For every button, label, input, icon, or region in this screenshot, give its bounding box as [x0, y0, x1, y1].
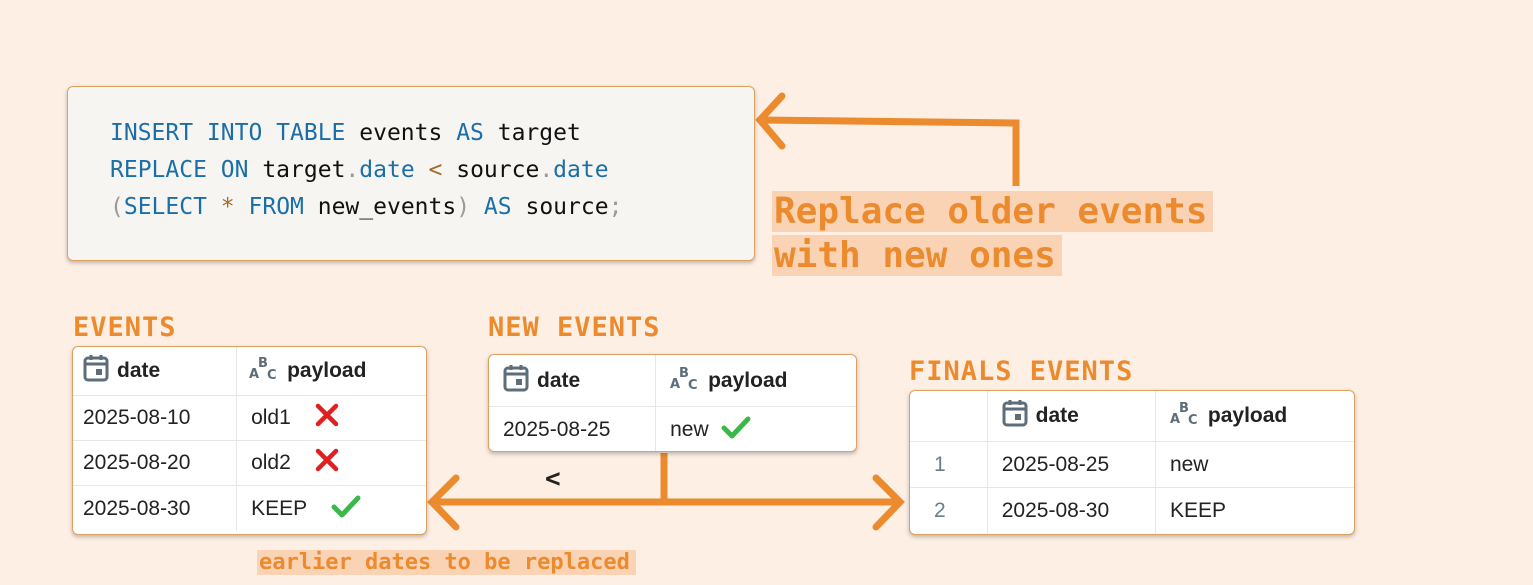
check-icon	[721, 414, 751, 446]
check-icon	[331, 493, 361, 525]
cross-icon	[315, 448, 339, 478]
code-line-2: REPLACE ON target.date < source.date	[110, 152, 754, 189]
cell-date: 2025-08-25	[988, 442, 1156, 487]
final-events-title: FINALS EVENTS	[909, 356, 1134, 387]
code-field: date	[359, 157, 415, 183]
cell-date: 2025-08-10	[73, 396, 238, 440]
calendar-icon	[83, 354, 109, 388]
svg-text:B: B	[1179, 401, 1189, 416]
svg-text:C: C	[688, 378, 698, 392]
cell-date: 2025-08-30	[988, 488, 1156, 534]
cell-payload: old1	[237, 396, 426, 440]
header-rownum	[910, 391, 988, 441]
svg-text:C: C	[267, 368, 277, 382]
cell-rownum: 2	[910, 488, 988, 534]
svg-text:A: A	[670, 377, 680, 392]
cell-rownum: 1	[910, 442, 988, 487]
code-punct: .	[539, 157, 554, 183]
table-row: 2025-08-30 KEEP	[73, 486, 426, 531]
arrow-right-head	[872, 474, 905, 531]
calendar-icon	[503, 364, 529, 398]
code-operator: <	[414, 157, 457, 183]
code-keyword: AS	[456, 120, 484, 146]
code-line-1: INSERT INTO TABLE events AS target	[110, 115, 754, 152]
cross-icon	[315, 403, 339, 433]
sql-code-block: INSERT INTO TABLE events AS target REPLA…	[67, 86, 755, 261]
compare-annotation: earlier dates to be replaced	[257, 549, 636, 577]
svg-text:C: C	[1188, 413, 1198, 427]
code-identifier: source	[456, 157, 540, 183]
code-keyword: SELECT	[123, 194, 207, 220]
cell-payload: new	[1169, 452, 1209, 476]
arrow-left-head	[427, 474, 460, 531]
header-date: date	[73, 347, 238, 395]
cell-payload: old2	[237, 441, 426, 485]
arrow-to-code	[761, 116, 1020, 186]
annotation-line-2: with new ones	[772, 235, 1062, 276]
code-keyword: AS	[470, 194, 512, 220]
header-date: date	[988, 391, 1156, 441]
cell-date: 2025-08-20	[73, 441, 238, 485]
svg-text:A: A	[249, 367, 259, 382]
annotation-line-1: Replace older events	[772, 191, 1214, 232]
new-events-title: NEW EVENTS	[488, 312, 661, 343]
svg-text:B: B	[258, 356, 268, 371]
table-row: 1 2025-08-25 new	[910, 442, 1354, 488]
svg-text:A: A	[1170, 412, 1180, 427]
cell-payload: new	[656, 407, 856, 451]
events-title: EVENTS	[73, 312, 177, 343]
table-row: 2 2025-08-30 KEEP	[910, 488, 1354, 534]
code-punct: ;	[608, 194, 623, 220]
table-row: 2025-08-25 new	[489, 407, 856, 451]
code-line-3: (SELECT * FROM new_events) AS source;	[110, 189, 754, 226]
code-keyword: INSERT INTO TABLE	[110, 120, 346, 146]
cell-payload: KEEP	[1169, 499, 1226, 522]
code-keyword: REPLACE ON	[110, 157, 249, 183]
code-identifier: new_events	[303, 194, 457, 220]
code-identifier: target	[248, 157, 346, 183]
code-punct: )	[456, 194, 471, 220]
main-annotation: Replace older events with new ones	[772, 190, 1214, 278]
table-row: 2025-08-10 old1	[73, 396, 426, 441]
table-row: 2025-08-20 old2	[73, 441, 426, 486]
cell-payload: KEEP	[237, 486, 426, 531]
code-identifier: source	[511, 194, 609, 220]
code-field: date	[553, 157, 609, 183]
arrow-to-code-head	[755, 92, 786, 150]
svg-text:B: B	[679, 366, 689, 381]
code-keyword: FROM	[248, 194, 304, 220]
code-identifier: events	[345, 120, 457, 146]
code-punct: (	[110, 194, 124, 220]
code-punct: .	[345, 157, 360, 183]
cell-date: 2025-08-30	[73, 486, 238, 531]
cell-date: 2025-08-25	[489, 407, 657, 451]
code-operator: *	[206, 194, 249, 220]
calendar-icon	[1002, 399, 1028, 433]
compare-operator: <	[545, 464, 561, 494]
header-date: date	[489, 355, 657, 406]
code-identifier: target	[483, 120, 581, 146]
